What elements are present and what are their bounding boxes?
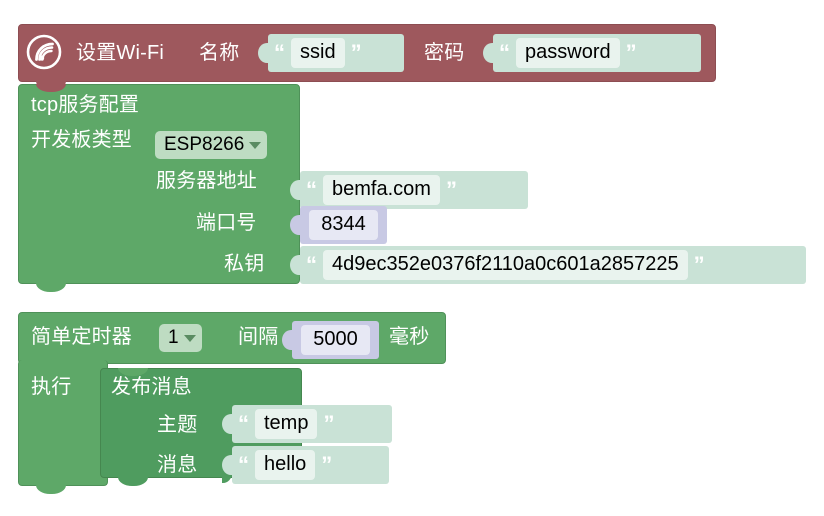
block-tcp-config[interactable] bbox=[18, 84, 300, 284]
publish-message-label: 消息 bbox=[157, 454, 198, 476]
tcp-port-plug bbox=[290, 215, 301, 235]
quote-open-icon: “ bbox=[274, 40, 285, 65]
wifi-title-label: 设置Wi-Fi bbox=[76, 42, 165, 64]
timer-title-label: 简单定时器 bbox=[31, 326, 132, 348]
quote-close-icon: ” bbox=[321, 452, 333, 477]
publish-topic-plug bbox=[222, 414, 233, 434]
chevron-down-icon bbox=[183, 334, 196, 342]
tcp-server-input[interactable]: bemfa.com bbox=[323, 175, 440, 205]
quote-open-icon: “ bbox=[499, 40, 510, 65]
tcp-board-dropdown[interactable]: ESP8266 bbox=[155, 131, 268, 159]
wifi-ssid-plug bbox=[258, 43, 269, 63]
wifi-ssid-input[interactable]: ssid bbox=[291, 38, 345, 68]
quote-close-icon: ” bbox=[693, 252, 705, 277]
wifi-ssid-value-block[interactable]: “ ssid ” bbox=[258, 34, 404, 72]
timer-interval-plug bbox=[282, 330, 293, 350]
tcp-port-label: 端口号 bbox=[196, 212, 257, 234]
tcp-board-dropdown-value: ESP8266 bbox=[164, 134, 245, 155]
tcp-key-label: 私钥 bbox=[224, 253, 265, 275]
publish-topic-value-block[interactable]: “ temp ” bbox=[222, 405, 392, 443]
tcp-board-label: 开发板类型 bbox=[31, 129, 132, 151]
quote-close-icon: ” bbox=[323, 411, 335, 436]
tcp-server-plug bbox=[290, 180, 301, 200]
tcp-key-plug bbox=[290, 255, 301, 275]
quote-open-icon: “ bbox=[238, 411, 249, 436]
block-simple-timer-body[interactable] bbox=[18, 360, 108, 486]
tcp-server-value-block[interactable]: “ bemfa.com ” bbox=[290, 171, 528, 209]
publish-topic-input[interactable]: temp bbox=[255, 409, 318, 439]
wifi-password-label: 密码 bbox=[424, 42, 465, 64]
chevron-down-icon bbox=[249, 141, 262, 149]
esp-wifi-logo-icon bbox=[26, 34, 62, 70]
publish-message-value-block[interactable]: “ hello ” bbox=[222, 446, 389, 484]
publish-title-label: 发布消息 bbox=[111, 376, 192, 398]
timer-interval-input[interactable]: 5000 bbox=[301, 325, 370, 355]
wifi-password-plug bbox=[483, 43, 494, 63]
wifi-ssid-label: 名称 bbox=[199, 42, 240, 64]
quote-close-icon: ” bbox=[625, 40, 637, 65]
timer-index-value: 1 bbox=[168, 327, 179, 348]
timer-index-dropdown[interactable]: 1 bbox=[159, 324, 202, 352]
tcp-port-input[interactable]: 8344 bbox=[309, 210, 378, 240]
tcp-port-value-block[interactable]: 8344 bbox=[290, 206, 387, 244]
tcp-key-input[interactable]: 4d9ec352e0376f2110a0c601a2857225 bbox=[323, 250, 688, 280]
block-tcp-config-bottom-tab bbox=[36, 283, 66, 292]
block-tcp-config-top-notch bbox=[36, 84, 66, 92]
quote-open-icon: “ bbox=[306, 177, 317, 202]
timer-interval-value-block[interactable]: 5000 bbox=[282, 321, 379, 359]
publish-topic-label: 主题 bbox=[157, 414, 198, 436]
tcp-title-label: tcp服务配置 bbox=[31, 94, 140, 116]
quote-close-icon: ” bbox=[350, 40, 362, 65]
block-publish-bottom-tab bbox=[118, 477, 148, 486]
timer-interval-label: 间隔 bbox=[238, 326, 279, 348]
wifi-password-value-block[interactable]: “ password ” bbox=[483, 34, 701, 72]
wifi-password-input[interactable]: password bbox=[516, 38, 620, 68]
publish-message-plug bbox=[222, 455, 233, 475]
block-simple-timer-bottom-tab bbox=[36, 485, 66, 494]
quote-open-icon: “ bbox=[306, 252, 317, 277]
block-publish-top-notch bbox=[118, 368, 148, 376]
quote-close-icon: ” bbox=[445, 177, 457, 202]
timer-do-label: 执行 bbox=[31, 376, 72, 398]
tcp-key-value-block[interactable]: “ 4d9ec352e0376f2110a0c601a2857225 ” bbox=[290, 246, 806, 284]
quote-open-icon: “ bbox=[238, 452, 249, 477]
timer-unit-label: 毫秒 bbox=[389, 326, 430, 348]
publish-message-input[interactable]: hello bbox=[255, 450, 316, 480]
tcp-server-label: 服务器地址 bbox=[156, 170, 257, 192]
